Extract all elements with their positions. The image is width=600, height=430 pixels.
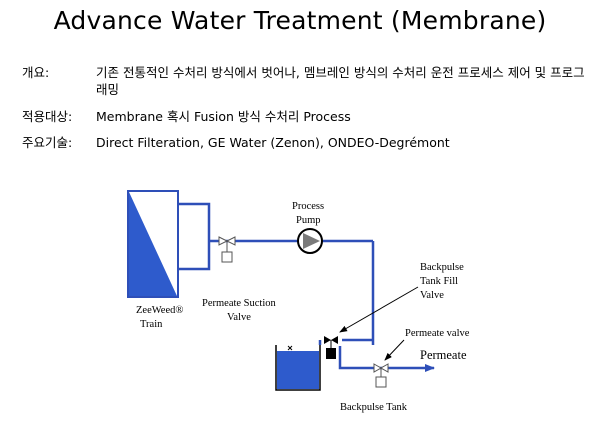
- pipe-network: [178, 202, 435, 372]
- permeate-label: Permeate: [420, 348, 467, 362]
- suction-valve-label: Permeate Suction: [202, 298, 277, 309]
- process-pump: [297, 228, 323, 254]
- target-value: Membrane 혹시 Fusion 방식 수처리 Process: [96, 109, 351, 124]
- permeate-valve-label: Permeate valve: [405, 328, 470, 339]
- zeeweed-train: [127, 190, 179, 298]
- tech-label: 주요기술:: [22, 135, 73, 150]
- tank-label: Backpulse Tank: [340, 402, 408, 413]
- permeate-valve: [373, 363, 389, 388]
- train-label-2: Train: [140, 319, 163, 330]
- tech-value: Direct Filteration, GE Water (Zenon), ON…: [96, 135, 450, 150]
- leader-lines: [339, 286, 419, 361]
- suction-valve-label-2: Valve: [227, 312, 251, 323]
- page-title: Advance Water Treatment (Membrane): [53, 6, 547, 35]
- permeate-suction-valve: [218, 236, 236, 263]
- fill-valve-label-3: Valve: [420, 290, 444, 301]
- pump-label: Process: [292, 201, 324, 212]
- backpulse-fill-valve: [324, 336, 338, 359]
- overview-value: 기존 전통적인 수처리 방식에서 벗어나, 멤브레인 방식의 수처리 운전 프로…: [96, 65, 585, 97]
- train-label: ZeeWeed®: [136, 305, 183, 316]
- pipe-to-permeate: [338, 346, 435, 372]
- fill-valve-label-2: Tank Fill: [420, 276, 458, 287]
- pipe-train-to-suction: [178, 202, 211, 271]
- backpulse-tank: [275, 345, 321, 391]
- fill-valve-label: Backpulse: [420, 262, 464, 273]
- pump-label-2: Pump: [296, 215, 321, 226]
- overview-label: 개요:: [22, 65, 50, 80]
- target-label: 적용대상:: [22, 109, 73, 124]
